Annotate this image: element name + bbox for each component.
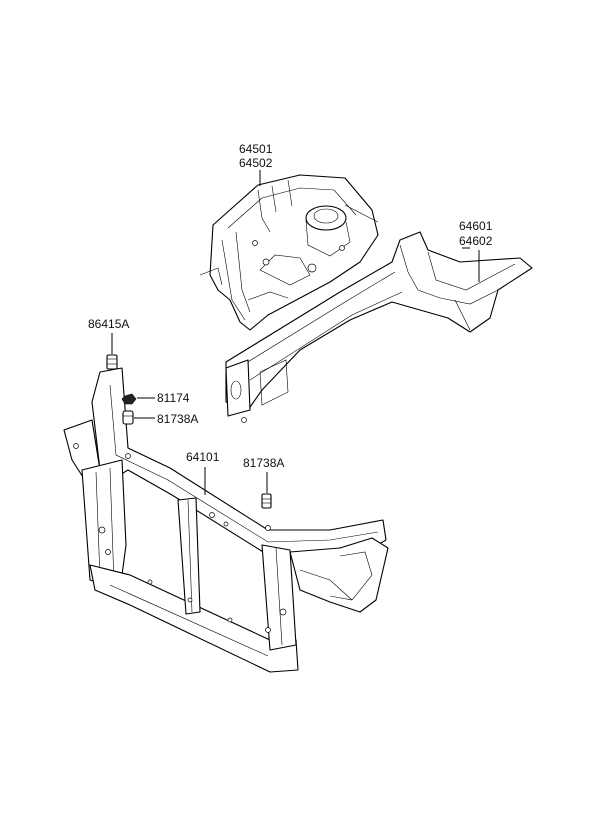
- label-81174: 81174: [157, 391, 190, 405]
- fender-apron-assembly: [199, 174, 379, 331]
- side-member-assembly: [225, 231, 533, 423]
- label-81738a-right: 81738A: [243, 456, 284, 470]
- leader-lines: [111, 170, 480, 495]
- fastener-81174: [121, 393, 137, 405]
- fastener-86415a: [106, 354, 118, 370]
- label-64101: 64101: [186, 450, 220, 464]
- fastener-81738a-left: [122, 410, 134, 425]
- fastener-81738a-right: [261, 493, 272, 509]
- radiator-support-assembly: [63, 367, 389, 673]
- label-64601: 64601: [459, 219, 493, 233]
- label-86415a: 86415A: [88, 317, 129, 331]
- label-64501: 64501: [239, 142, 273, 156]
- label-64602: 64602: [459, 234, 493, 248]
- label-81738a-left: 81738A: [157, 412, 198, 426]
- label-64502: 64502: [239, 156, 273, 170]
